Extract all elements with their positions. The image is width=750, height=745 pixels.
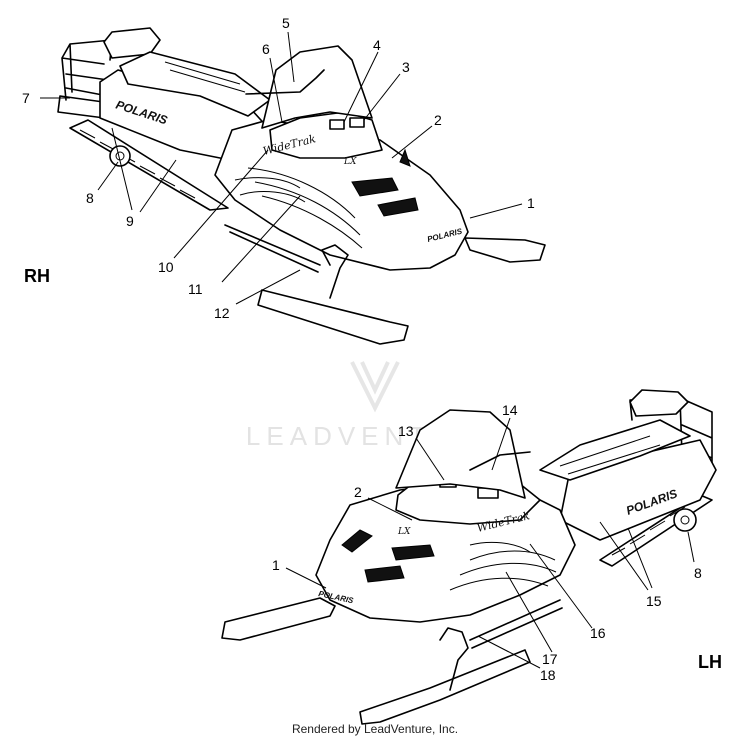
view-label-lh: LH — [698, 652, 722, 672]
callout-16: 16 — [590, 625, 606, 641]
callout-18: 18 — [540, 667, 556, 683]
callout-15: 15 — [646, 593, 662, 609]
callout-9: 9 — [126, 213, 134, 229]
callout-7: 7 — [22, 90, 30, 106]
callout-2-rh: 2 — [434, 112, 442, 128]
callout-13: 13 — [398, 423, 414, 439]
callout-17: 17 — [542, 651, 558, 667]
callout-4: 4 — [373, 37, 381, 53]
render-credit: Rendered by LeadVenture, Inc. — [291, 722, 459, 736]
snowmobile-lh: POLARIS POLARIS WideTrak LX — [221, 389, 717, 725]
snowmobile-rh: POLARIS POLARIS WideTrak LX — [57, 27, 546, 345]
lx-decal-lh: LX — [397, 527, 411, 537]
callout-8-rh: 8 — [86, 190, 94, 206]
callout-11: 11 — [188, 281, 203, 297]
callouts: 1 2 3 4 5 6 7 8 9 10 11 12 1 2 13 14 8 1… — [22, 15, 702, 683]
view-label-rh: RH — [24, 266, 50, 286]
callout-1-lh: 1 — [272, 557, 280, 573]
callout-10: 10 — [158, 259, 174, 275]
callout-8-lh: 8 — [694, 565, 702, 581]
callout-6: 6 — [262, 41, 270, 57]
callout-1-rh: 1 — [527, 195, 535, 211]
callout-12: 12 — [214, 305, 230, 321]
callout-5: 5 — [282, 15, 290, 31]
callout-14: 14 — [502, 402, 518, 418]
callout-3: 3 — [402, 59, 410, 75]
callout-2-lh: 2 — [354, 484, 362, 500]
lx-decal-rh: LX — [343, 157, 357, 167]
leader-lines — [40, 31, 695, 669]
